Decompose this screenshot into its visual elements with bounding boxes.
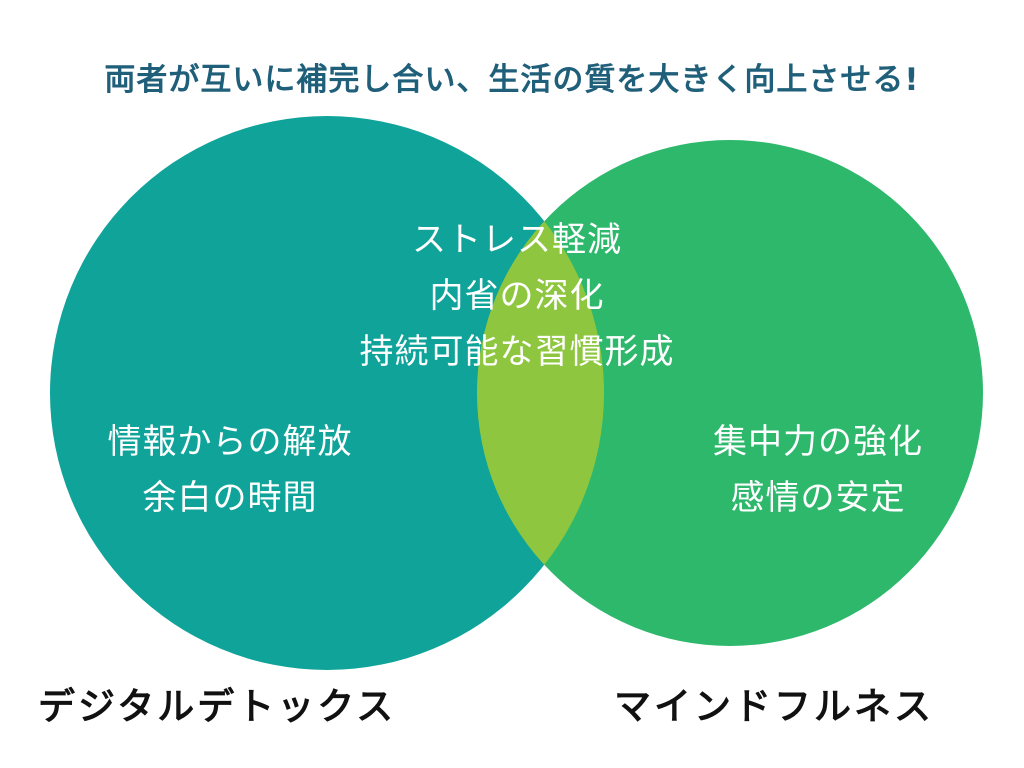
- overlap-items: ストレス軽減 内省の深化 持続可能な習慣形成: [312, 212, 722, 380]
- left-set-circle: [50, 116, 604, 670]
- right-set-items: 集中力の強化 感情の安定: [668, 414, 968, 526]
- headline: 両者が互いに補完し合い、生活の質を大きく向上させる!: [104, 62, 920, 98]
- overlap-item: ストレス軽減: [412, 220, 622, 260]
- overlap-item: 持続可能な習慣形成: [359, 332, 675, 372]
- overlap-item: 内省の深化: [429, 276, 605, 316]
- left-set-item: 余白の時間: [142, 478, 318, 518]
- right-set-item: 集中力の強化: [713, 422, 923, 462]
- right-set-name: マインドフルネス: [614, 685, 934, 728]
- right-set-item: 感情の安定: [730, 478, 906, 518]
- left-set-item: 情報からの解放: [107, 422, 353, 462]
- left-set-name: デジタルデトックス: [38, 685, 397, 728]
- left-set-items: 情報からの解放 余白の時間: [60, 414, 400, 526]
- right-set-circle: [477, 140, 983, 646]
